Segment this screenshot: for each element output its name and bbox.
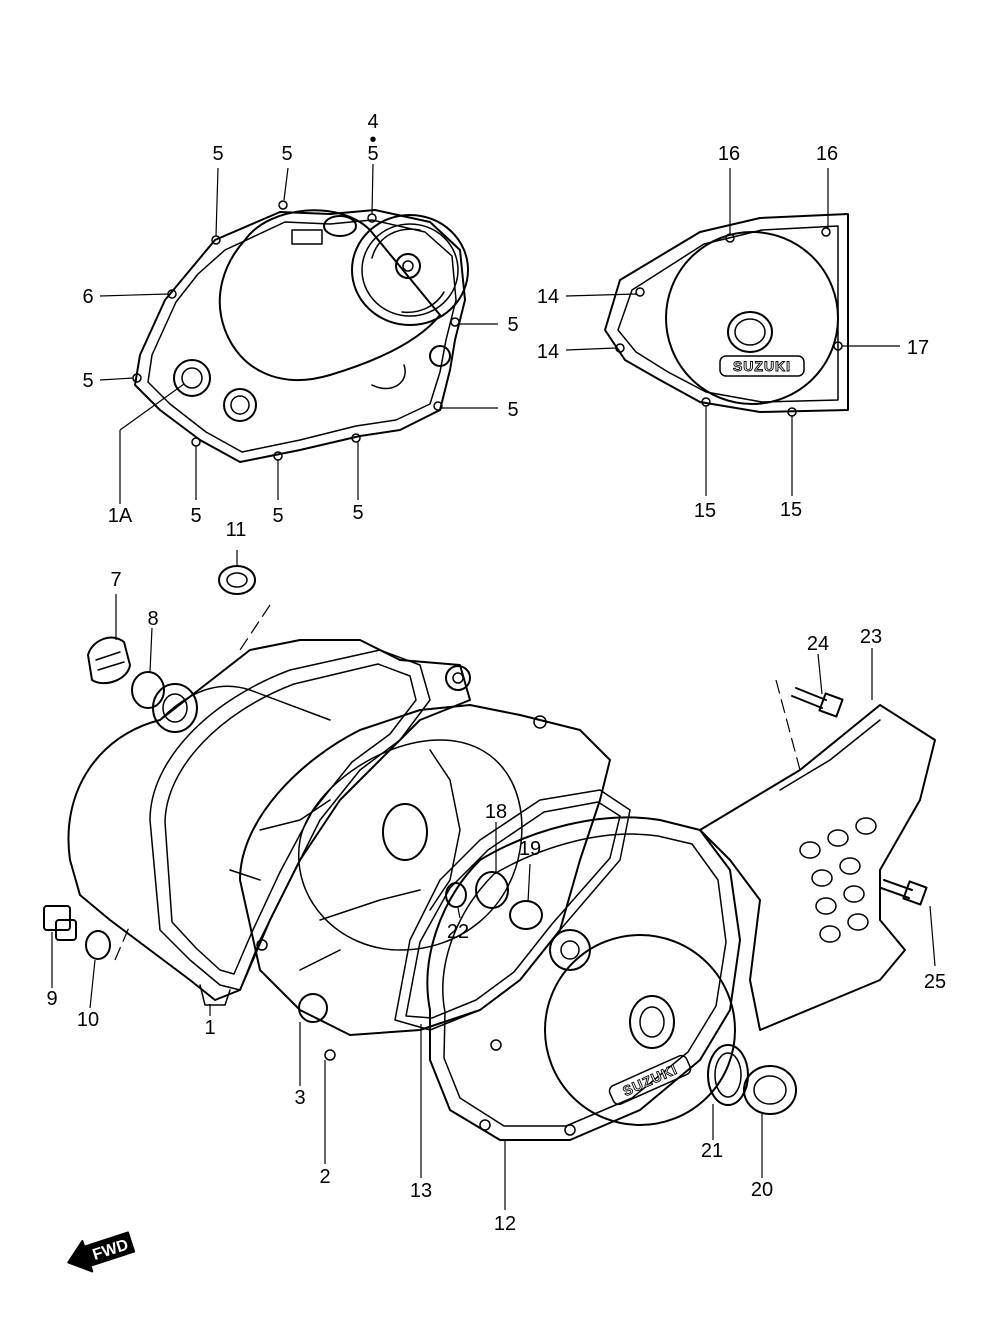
washer-part-10 <box>85 930 111 960</box>
leader-lines <box>51 163 936 1210</box>
o-ring-part-21 <box>707 1044 749 1106</box>
callout-16: 16 <box>718 143 740 165</box>
callout-14: 14 <box>537 341 559 363</box>
callout-24: 24 <box>807 633 829 655</box>
callout-18: 18 <box>485 801 507 823</box>
callout-16: 16 <box>816 143 838 165</box>
callout-21: 21 <box>701 1140 723 1162</box>
callout-5: 5 <box>190 505 201 527</box>
bolt-part-24 <box>791 687 844 718</box>
gasket-part-13 <box>394 789 631 1031</box>
callout-5: 5 <box>507 314 518 336</box>
callout-23: 23 <box>860 626 882 648</box>
callout-19: 19 <box>519 838 541 860</box>
plug-part-20 <box>743 1065 797 1115</box>
oil-filler-cap-part-7 <box>87 636 131 685</box>
callout-9: 9 <box>46 988 57 1010</box>
callout-5: 5 <box>352 502 363 524</box>
callout-12: 12 <box>494 1213 516 1235</box>
callout-14: 14 <box>537 286 559 308</box>
callout-7: 7 <box>110 569 121 591</box>
callout-1a: 1A <box>108 505 133 527</box>
callout-6: 6 <box>82 286 93 308</box>
suzuki-emboss-text-bottom: SUZUKI <box>620 1061 680 1099</box>
callout-5: 5 <box>367 143 378 165</box>
magneto-cover-outer: SUZUKI <box>604 213 849 417</box>
oil-seal-part-11 <box>218 565 256 595</box>
callout-20: 20 <box>751 1179 773 1201</box>
gasket-part-2 <box>149 649 431 991</box>
callout-4-dot: • <box>369 129 376 151</box>
dowel-pin-part-3 <box>298 993 328 1023</box>
inner-cover <box>239 704 611 1061</box>
magneto-cover-part-12: SUZUKI <box>426 816 741 1141</box>
callout-25: 25 <box>924 971 946 993</box>
bolt-part-25 <box>880 879 928 906</box>
callout-1: 1 <box>204 1017 215 1039</box>
callout-4: 4 <box>367 111 378 133</box>
o-ring-part-19 <box>509 900 543 930</box>
callout-5: 5 <box>212 143 223 165</box>
clutch-cover-outer <box>132 200 469 463</box>
forward-arrow-icon: FWD <box>67 1231 136 1273</box>
callout-8: 8 <box>147 608 158 630</box>
callout-13: 13 <box>410 1180 432 1202</box>
plug-part-18 <box>475 871 509 909</box>
callout-15: 15 <box>694 500 716 522</box>
callout-22: 22 <box>447 921 469 943</box>
callout-3: 3 <box>294 1087 305 1109</box>
callout-10: 10 <box>77 1009 99 1031</box>
callout-5: 5 <box>507 399 518 421</box>
callout-5: 5 <box>272 505 283 527</box>
suzuki-emboss-top: SUZUKI <box>719 355 805 377</box>
callout-5: 5 <box>281 143 292 165</box>
drain-bolt-part-9 <box>43 905 77 941</box>
callout-15: 15 <box>780 499 802 521</box>
o-ring-part-8 <box>131 671 165 709</box>
suzuki-emboss-text-top: SUZUKI <box>733 358 791 374</box>
callout-2: 2 <box>319 1166 330 1188</box>
callout-5: 5 <box>82 370 93 392</box>
suzuki-emboss-bottom: SUZUKI <box>608 1054 692 1106</box>
callout-labels: 4 • 5 5 5 6 5 5 5 1A 5 5 5 16 16 14 14 1… <box>46 111 946 1235</box>
dowel-pin-part-22 <box>445 882 467 908</box>
callout-11: 11 <box>226 519 247 541</box>
callout-17: 17 <box>907 337 929 359</box>
sprocket-cover-part-23 <box>699 704 936 1031</box>
